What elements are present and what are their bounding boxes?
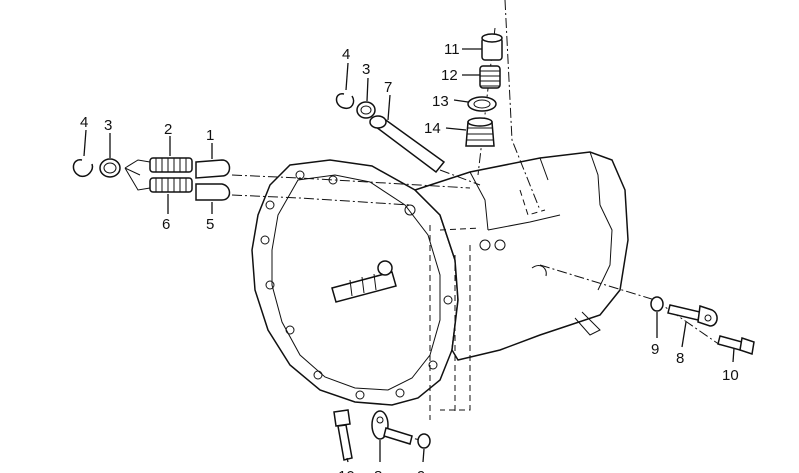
callout-9: 9 — [651, 341, 659, 358]
washer-9-b — [417, 433, 431, 449]
seal-13 — [467, 96, 497, 112]
callout-4: 4 — [80, 114, 88, 131]
bolt-8-a — [667, 304, 718, 327]
callout-8-bottom: 8 — [374, 468, 382, 473]
callout-12: 12 — [441, 67, 458, 84]
callout-10: 10 — [722, 367, 739, 384]
callout-14: 14 — [424, 120, 441, 137]
plunger-5 — [195, 183, 231, 201]
plunger-1 — [195, 159, 231, 179]
callout-5: 5 — [206, 216, 214, 233]
bolt-8-b — [371, 410, 413, 445]
right-bolts — [650, 296, 755, 355]
callout-1: 1 — [206, 127, 214, 144]
callout-3: 3 — [104, 117, 112, 134]
callout-6: 6 — [162, 216, 170, 233]
bolt-10-a — [717, 335, 755, 355]
callout-10-bottom: 10 — [338, 468, 355, 473]
washer-9-a — [650, 296, 664, 312]
spring-2 — [149, 157, 193, 173]
callout-13: 13 — [432, 93, 449, 110]
vertical-parts — [465, 33, 503, 147]
callout-7: 7 — [384, 79, 392, 96]
circlip-4-b — [335, 93, 355, 110]
detent-parts-left — [72, 157, 231, 201]
ring-3-b — [356, 101, 376, 119]
shaft-7 — [369, 115, 446, 174]
spring-6 — [149, 177, 193, 193]
callout-9-bottom: 9 — [417, 468, 425, 473]
bottom-bolts — [333, 409, 431, 461]
callout-11: 11 — [444, 41, 460, 58]
leader-lines — [83, 48, 735, 463]
callout-4-top: 4 — [342, 46, 350, 63]
bolt-10-b — [333, 409, 353, 461]
callout-labels: 1 2 3 4 5 6 4 3 7 11 12 13 14 9 8 10 10 … — [80, 41, 739, 473]
callout-8: 8 — [676, 350, 684, 367]
ring-3-a — [99, 158, 121, 178]
spring-12 — [479, 65, 501, 89]
transmission-housing — [251, 151, 629, 420]
callout-3-top: 3 — [362, 61, 370, 78]
circlip-4-a — [72, 159, 94, 178]
callout-2: 2 — [164, 121, 172, 138]
sleeve-11 — [481, 33, 503, 61]
plug-14 — [465, 117, 495, 147]
selector-parts-top — [335, 93, 446, 174]
